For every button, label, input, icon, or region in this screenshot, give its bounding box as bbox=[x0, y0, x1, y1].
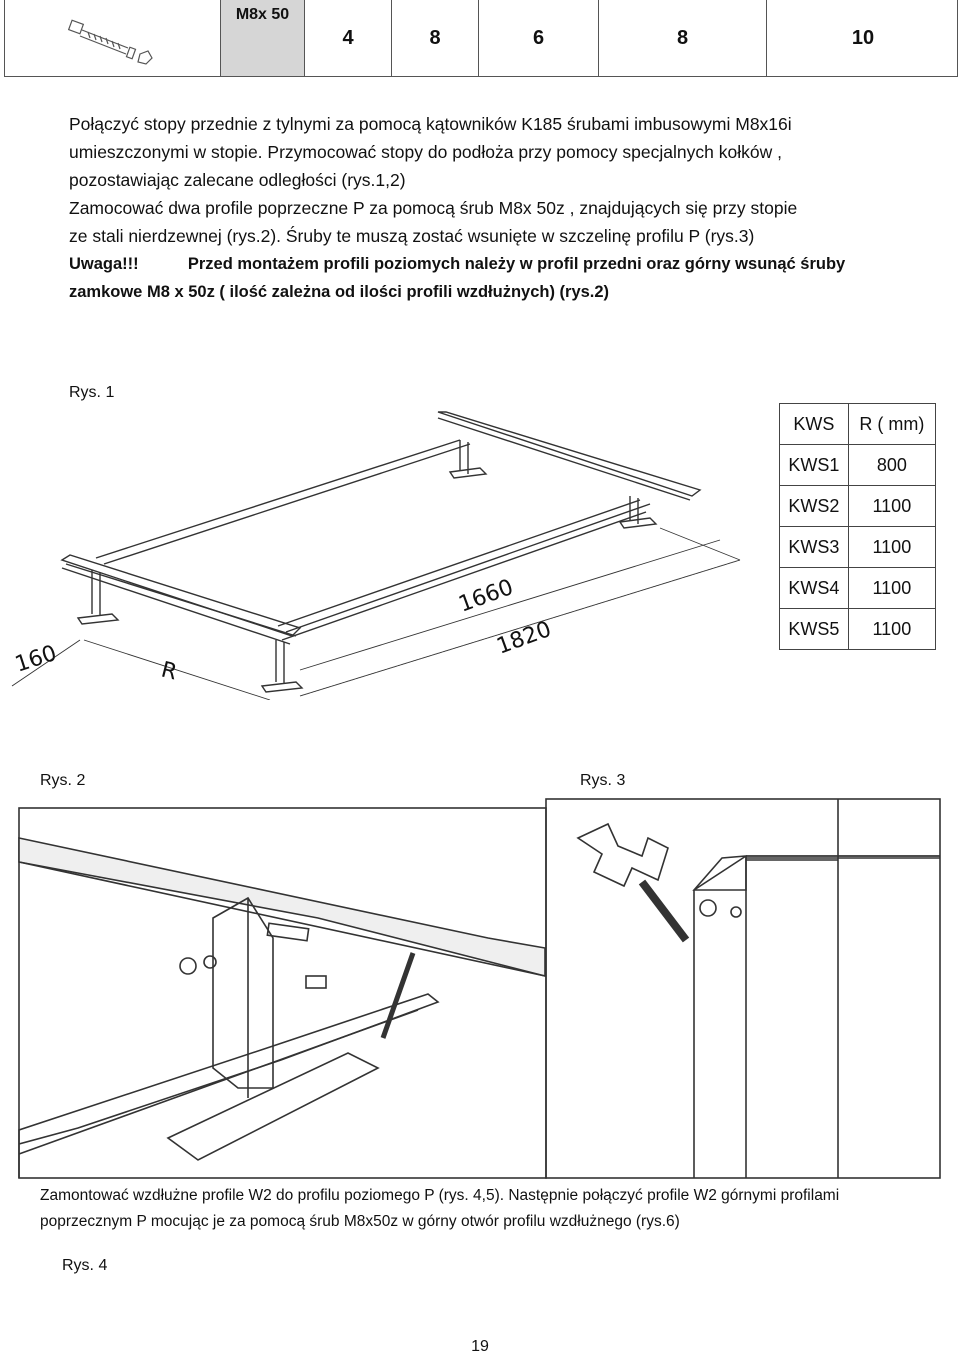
warning-text: Przed montażem profili poziomych należy … bbox=[187, 255, 846, 273]
footer-line-1: Zamontować wzdłużne profile W2 do profil… bbox=[40, 1187, 840, 1204]
figure3-caption: Rys. 3 bbox=[580, 772, 626, 789]
frame-drawing: 160 R 1660 1820 bbox=[11, 411, 741, 700]
hardware-table: M8x 50 4 8 6 8 10 bbox=[4, 0, 958, 77]
r-cell: 800 bbox=[847, 444, 937, 486]
r-cell: 1100 bbox=[847, 526, 937, 568]
r-header: R ( mm) bbox=[847, 403, 937, 445]
instruction-line: Zamocować dwa profile poprzeczne P za po… bbox=[69, 198, 798, 218]
table-row: KWS5 1100 bbox=[779, 608, 937, 650]
kws-cell: KWS3 bbox=[779, 526, 849, 568]
kws-header: KWS bbox=[779, 403, 849, 445]
dim-1660-label: 1660 bbox=[456, 575, 517, 618]
table-header-row: KWS R ( mm) bbox=[779, 403, 937, 445]
table-row: KWS4 1100 bbox=[779, 567, 937, 609]
kws-table: KWS R ( mm) KWS1 800 KWS2 1100 KWS3 1100… bbox=[779, 403, 937, 650]
warning-line: Uwaga!!! Przed montażem profili poziomyc… bbox=[69, 250, 899, 278]
bolt-image-cell bbox=[5, 0, 220, 76]
kws-cell: KWS5 bbox=[779, 608, 849, 650]
detail-drawing bbox=[18, 798, 941, 1179]
kws-cell: KWS1 bbox=[779, 444, 849, 486]
dim-1820-label: 1820 bbox=[494, 617, 555, 660]
figure2-caption: Rys. 2 bbox=[40, 772, 86, 789]
figure1-caption: Rys. 1 bbox=[69, 384, 115, 401]
instruction-line: ze stali nierdzewnej (rys.2). Śruby te m… bbox=[69, 226, 755, 246]
kws-cell: KWS2 bbox=[779, 485, 849, 527]
dim-r-label: R bbox=[159, 658, 180, 686]
figure4-caption: Rys. 4 bbox=[62, 1257, 108, 1274]
table-row: KWS1 800 bbox=[779, 444, 937, 486]
instruction-line: pozostawiając zalecane odległości (rys.1… bbox=[69, 170, 406, 190]
qty-4: 8 bbox=[676, 26, 689, 49]
instructions-paragraph: Połączyć stopy przednie z tylnymi za pom… bbox=[69, 110, 899, 306]
warning-label: Uwaga!!! bbox=[69, 255, 139, 273]
qty-1: 4 bbox=[342, 26, 354, 49]
qty-2: 8 bbox=[429, 26, 441, 49]
kws-cell: KWS4 bbox=[779, 567, 849, 609]
r-cell: 1100 bbox=[847, 485, 937, 527]
bolt-label: M8x 50 bbox=[220, 0, 304, 76]
dim-160-label: 160 bbox=[12, 641, 60, 678]
footer-line-2: poprzecznym P mocując je za pomocą śrub … bbox=[40, 1213, 680, 1230]
qty-5: 10 bbox=[851, 26, 875, 49]
page-number: 19 bbox=[471, 1338, 489, 1355]
footer-paragraph: Zamontować wzdłużne profile W2 do profil… bbox=[40, 1183, 920, 1235]
bolt-icon bbox=[67, 19, 153, 65]
instruction-line: umieszczonymi w stopie. Przymocować stop… bbox=[69, 142, 782, 162]
warning-line-2: zamkowe M8 x 50z ( ilość zależna od iloś… bbox=[69, 283, 610, 301]
qty-3: 6 bbox=[532, 26, 545, 49]
table-row: KWS2 1100 bbox=[779, 485, 937, 527]
r-cell: 1100 bbox=[847, 608, 937, 650]
instruction-line: Połączyć stopy przednie z tylnymi za pom… bbox=[69, 114, 792, 134]
r-cell: 1100 bbox=[847, 567, 937, 609]
table-row: KWS3 1100 bbox=[779, 526, 937, 568]
